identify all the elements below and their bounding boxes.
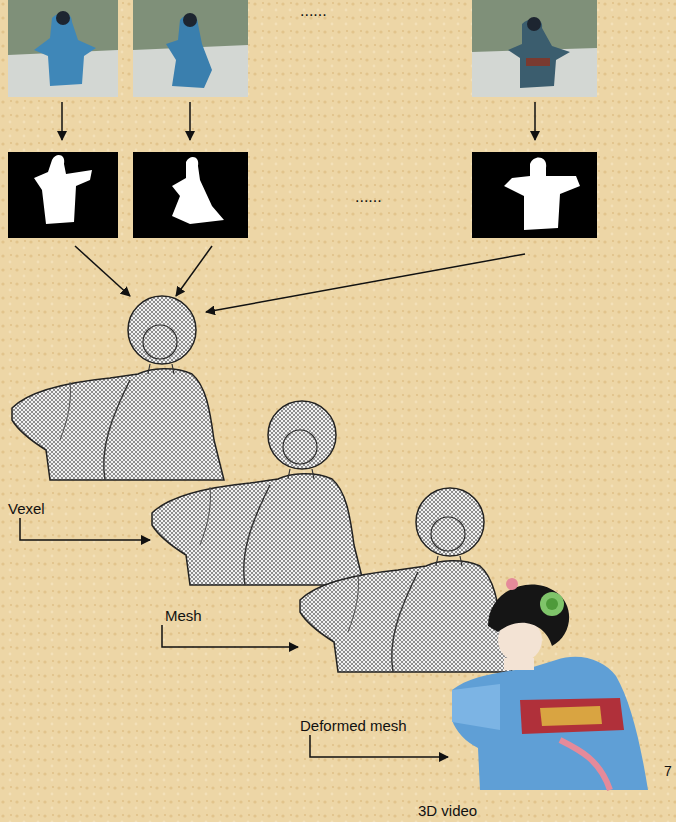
stage-label: 3D video — [418, 802, 477, 820]
ellipsis-mark: ...... — [355, 188, 382, 206]
page-number: 7 — [664, 762, 672, 780]
elbow-arrow — [162, 625, 298, 647]
stage-label: Mesh — [165, 607, 202, 625]
stage-label: Deformed mesh — [300, 717, 407, 735]
silhouette-image — [133, 152, 248, 238]
textured-model — [452, 578, 648, 790]
mesh-model — [152, 401, 364, 585]
model-stage: 3D video — [448, 565, 662, 820]
voxel-model — [12, 296, 224, 480]
deformed-mesh-model — [300, 488, 512, 672]
camera-photo — [133, 0, 248, 97]
down-arrow — [62, 102, 535, 140]
ellipsis-mark: ...... — [300, 2, 327, 20]
camera-photo — [8, 0, 118, 97]
silhouette-image — [8, 152, 118, 238]
model-stage: Vexel — [8, 288, 230, 518]
camera-photo — [472, 0, 597, 97]
model-stage: Deformed mesh — [298, 480, 516, 735]
elbow-arrow — [310, 735, 448, 757]
model-stage: Mesh — [150, 395, 365, 625]
silhouette-image — [472, 152, 597, 238]
stage-label: Vexel — [8, 500, 45, 518]
elbow-arrow — [20, 518, 150, 540]
